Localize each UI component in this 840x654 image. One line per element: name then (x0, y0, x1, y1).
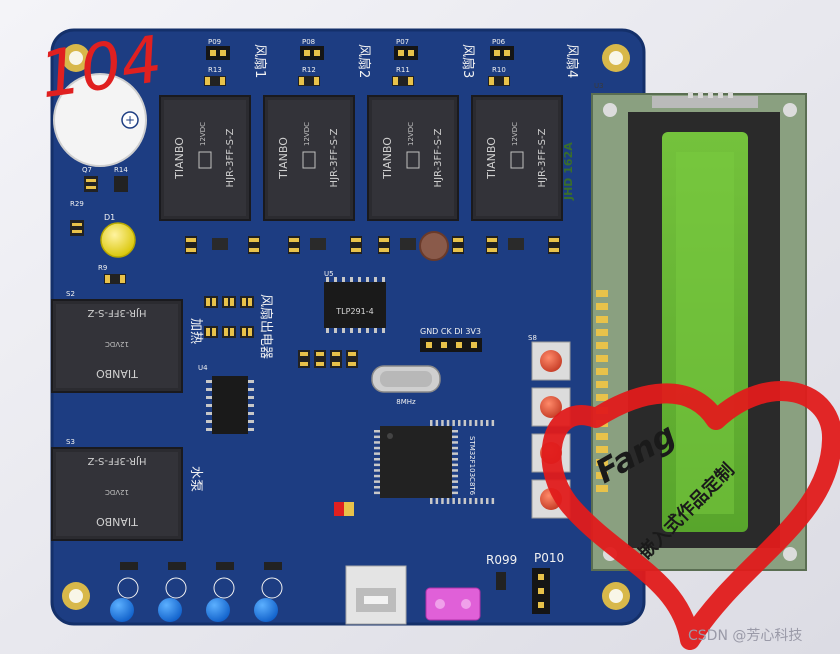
resistor-label: R12 (302, 66, 316, 74)
relay-brand: TIANBO (381, 137, 394, 180)
buzzer: + (53, 73, 147, 167)
r29-label: R29 (70, 200, 84, 208)
resistor-label: R10 (492, 66, 506, 74)
relay-rating: 12VDC (303, 122, 311, 146)
left-relay-ref: S2 (66, 290, 75, 298)
relay-brand: TIANBO (485, 137, 498, 180)
led-d1: D1 (100, 213, 136, 258)
relay-rating: 12VDC (199, 122, 207, 146)
r9-label: R9 (98, 264, 107, 272)
crystal-label: 8MHz (396, 398, 416, 406)
relay-label: 风扇2 (356, 44, 372, 78)
optocoupler-u5: TLP291-4 U5 (324, 270, 386, 333)
p010-area: R099 P010 (486, 551, 564, 614)
relay: TIANBO HJR-3FF-S-Z 12VDC (367, 95, 459, 221)
left-relay-model: HJR-3FF-S-Z (87, 307, 146, 318)
mounting-holes (62, 44, 630, 610)
relay-labels: 风扇1 风扇2 风扇3 风扇4 (252, 44, 580, 78)
header-block (300, 46, 324, 60)
blue-led (158, 562, 187, 622)
red-led (334, 502, 344, 516)
header-label: P08 (302, 38, 315, 46)
relay: TIANBO HJR-3FF-S-Z 12VDC (263, 95, 355, 221)
relay: TIANBO HJR-3FF-S-Z 12VDC (159, 95, 251, 221)
header-block (490, 46, 514, 60)
relay-model: HJR-3FF-S-Z (225, 128, 236, 187)
left-relay-rating: 12VDC (105, 340, 129, 348)
blue-led (110, 562, 139, 622)
relay-group: TIANBO HJR-3FF-S-Z 12VDC TIANBO HJR-3FF-S-Z 1… (159, 95, 563, 221)
bottom-leds (110, 562, 283, 622)
relay-model: HJR-3FF-S-Z (329, 128, 340, 187)
header-label: P06 (492, 38, 506, 46)
p010-label: P010 (534, 551, 564, 565)
lcd-label: JHD 162A (562, 142, 575, 201)
left-relay-label: 加热 (188, 318, 203, 344)
debug-header-label: GND CK DI 3V3 (420, 327, 481, 336)
left-relay-brand: TIANBO (96, 515, 139, 528)
header-block (394, 46, 418, 60)
d1-label: D1 (104, 213, 115, 222)
header-label: P09 (208, 38, 221, 46)
left-relay-rating: 12VDC (105, 488, 129, 496)
relay-label: 风扇3 (460, 44, 476, 78)
relay-model: HJR-3FF-S-Z (433, 128, 444, 187)
relay-rating: 12VDC (407, 122, 415, 146)
relay-model: HJR-3FF-S-Z (537, 128, 548, 187)
left-relays: HJR-3FF-S-Z TIANBO 12VDC S2 加热 HJR-3FF-S-Z TIA… (51, 290, 203, 541)
blue-led (206, 562, 235, 622)
relay-rating: 12VDC (511, 122, 519, 146)
left-relay: HJR-3FF-S-Z TIANBO 12VDC S3 水泵 (51, 438, 203, 541)
left-small-components: Q7 R14 R29 R9 (70, 166, 128, 284)
credit-text: CSDN @芳心科技 (688, 627, 802, 644)
relay-brand: TIANBO (277, 137, 290, 180)
mcu-label: STM32F103C8T6 (468, 436, 476, 496)
debug-header: GND CK DI 3V3 (420, 327, 482, 352)
resistor-label: R13 (208, 66, 222, 74)
optocoupler-ref: U5 (324, 270, 334, 278)
relay: TIANBO HJR-3FF-S-Z 12VDC (471, 95, 563, 221)
svg-text:+: + (125, 113, 135, 127)
header-block (206, 46, 230, 60)
left-relay-ref: S3 (66, 438, 75, 446)
u4-ref: U4 (198, 364, 208, 372)
left-relay-brand: TIANBO (96, 367, 139, 380)
lcd-module: JHD 162A U3 (562, 82, 807, 571)
r099-label: R099 (486, 553, 517, 567)
relay-brand: TIANBO (173, 137, 186, 180)
side-vertical-label: 风扇出电器 (258, 294, 274, 359)
crystal: 8MHz (371, 365, 441, 406)
usb-connector (345, 565, 407, 625)
header-label: P07 (396, 38, 409, 46)
optocoupler-label: TLP291-4 (335, 307, 373, 316)
number-watermark: 104 (35, 23, 166, 113)
s8-label: S8 (528, 334, 537, 342)
chip-u4: U4 (198, 364, 254, 434)
transistor-pads (186, 238, 559, 252)
q7-label: Q7 (82, 166, 92, 174)
blue-led (254, 562, 283, 622)
mcu-chip: STM32F103C8T6 (374, 420, 495, 504)
resistor-label: R11 (396, 66, 410, 74)
relay-label: 风扇4 (564, 44, 580, 78)
left-relay-label: 水泵 (188, 466, 203, 492)
left-relay-model: HJR-3FF-S-Z (87, 455, 146, 466)
resistor-cluster (204, 296, 358, 368)
relay-label: 风扇1 (252, 44, 268, 78)
electrolytic-capacitor (419, 231, 449, 261)
pink-connector (425, 587, 481, 621)
left-relay: HJR-3FF-S-Z TIANBO 12VDC S2 加热 (51, 290, 203, 393)
lcd-ref: U3 (594, 82, 604, 90)
r14-label: R14 (114, 166, 128, 174)
